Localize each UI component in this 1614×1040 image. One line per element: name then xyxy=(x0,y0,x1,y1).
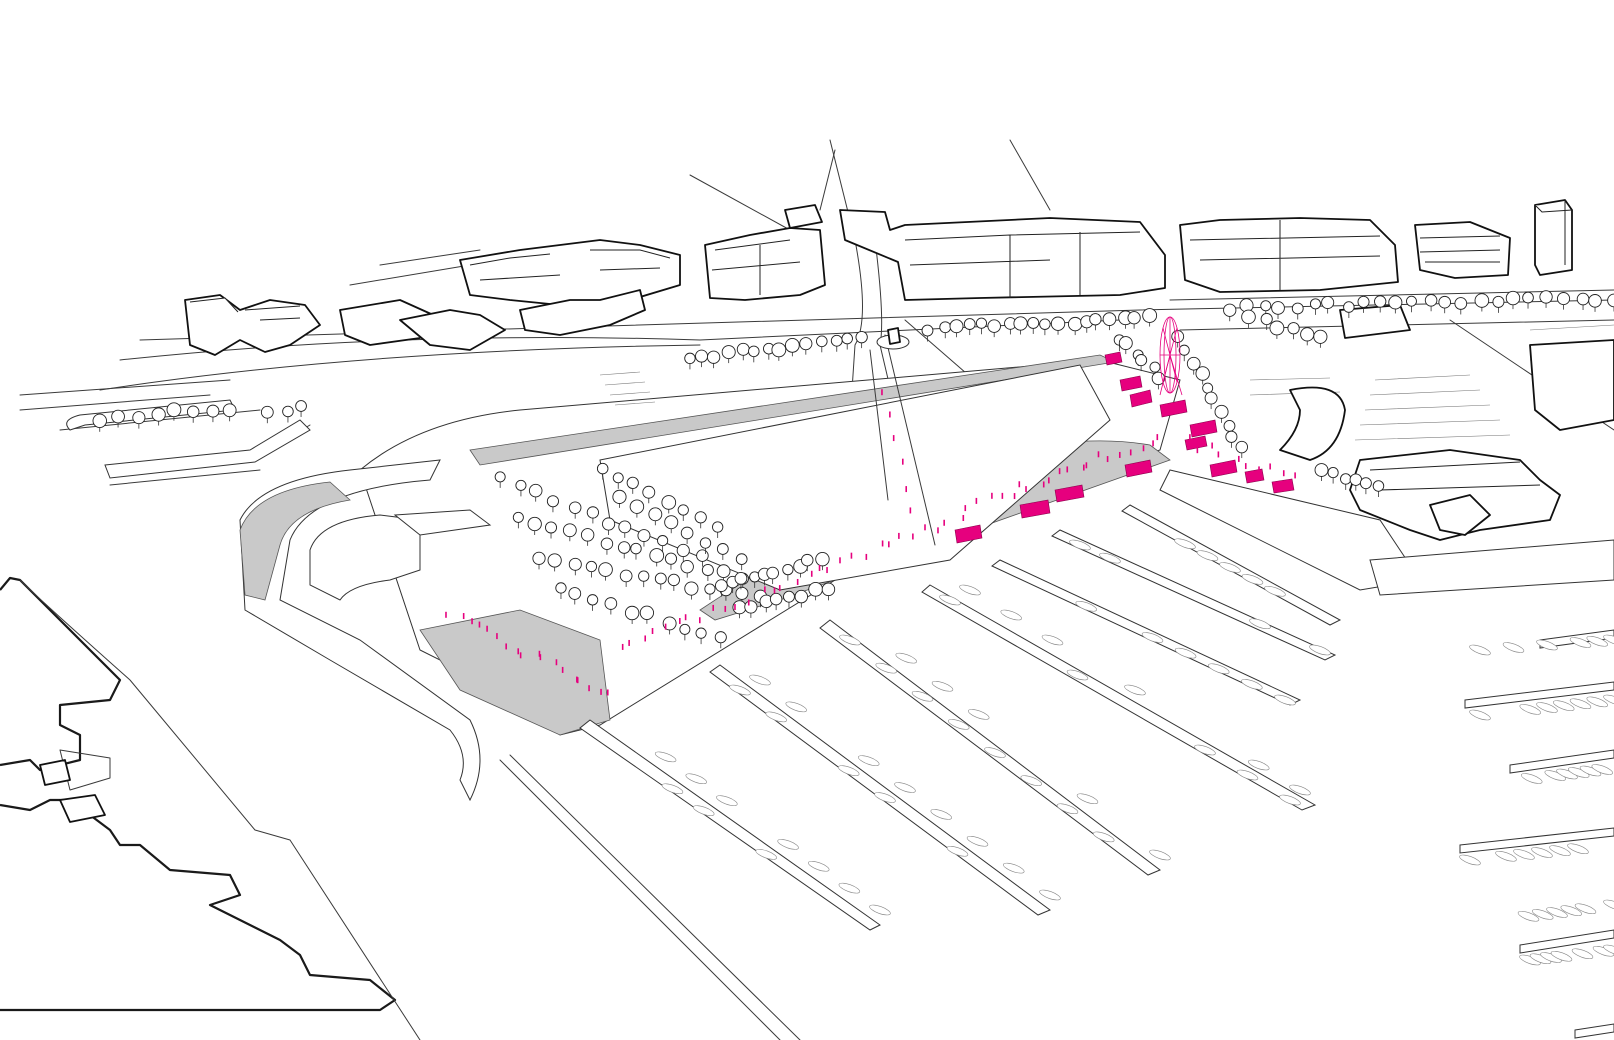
landmark-tower xyxy=(1534,199,1573,276)
paved-plaza-west xyxy=(419,609,611,736)
observation-wheel xyxy=(1159,316,1183,396)
pavilion-5 xyxy=(1209,459,1238,478)
terminal-building xyxy=(393,509,492,536)
building-hexagon-east xyxy=(1429,494,1491,536)
building-complex-east xyxy=(1349,449,1561,541)
building-block-center-west xyxy=(459,239,681,306)
building-block-east-2 xyxy=(1179,217,1399,293)
city-blocks xyxy=(184,199,1573,356)
building-block-west-3 xyxy=(399,309,506,351)
pavilion-7 xyxy=(1271,478,1295,494)
pedestrian-markers xyxy=(445,389,1296,696)
building-block-center-west-2 xyxy=(519,289,646,336)
curved-breakwater xyxy=(239,459,481,802)
tree-groves xyxy=(92,290,1614,649)
pavilion-6 xyxy=(1244,468,1265,484)
pavilion-4 xyxy=(1124,459,1153,478)
east-district xyxy=(1279,304,1614,596)
building-block-west-2 xyxy=(339,299,441,346)
building-east-edge xyxy=(1529,339,1614,431)
pavilion-9 xyxy=(1189,419,1218,438)
sightline xyxy=(884,334,936,546)
building-curved-east xyxy=(1279,386,1346,461)
building-block-central xyxy=(704,227,826,301)
pavilion-2 xyxy=(1019,499,1051,519)
highlight-interventions xyxy=(445,316,1296,696)
building-tower-small xyxy=(784,204,823,229)
industrial-quay-outline xyxy=(0,576,421,1040)
moored-boats xyxy=(654,538,1614,966)
pavilion-10 xyxy=(1129,389,1153,408)
building-block-west xyxy=(184,294,321,356)
building-block-east-1 xyxy=(839,209,1166,301)
pavilion-3 xyxy=(1054,484,1085,503)
pavilion-1 xyxy=(954,524,983,544)
pavilion-8 xyxy=(1159,399,1188,418)
monument-roundabout xyxy=(876,327,910,350)
amphitheater xyxy=(309,514,421,601)
